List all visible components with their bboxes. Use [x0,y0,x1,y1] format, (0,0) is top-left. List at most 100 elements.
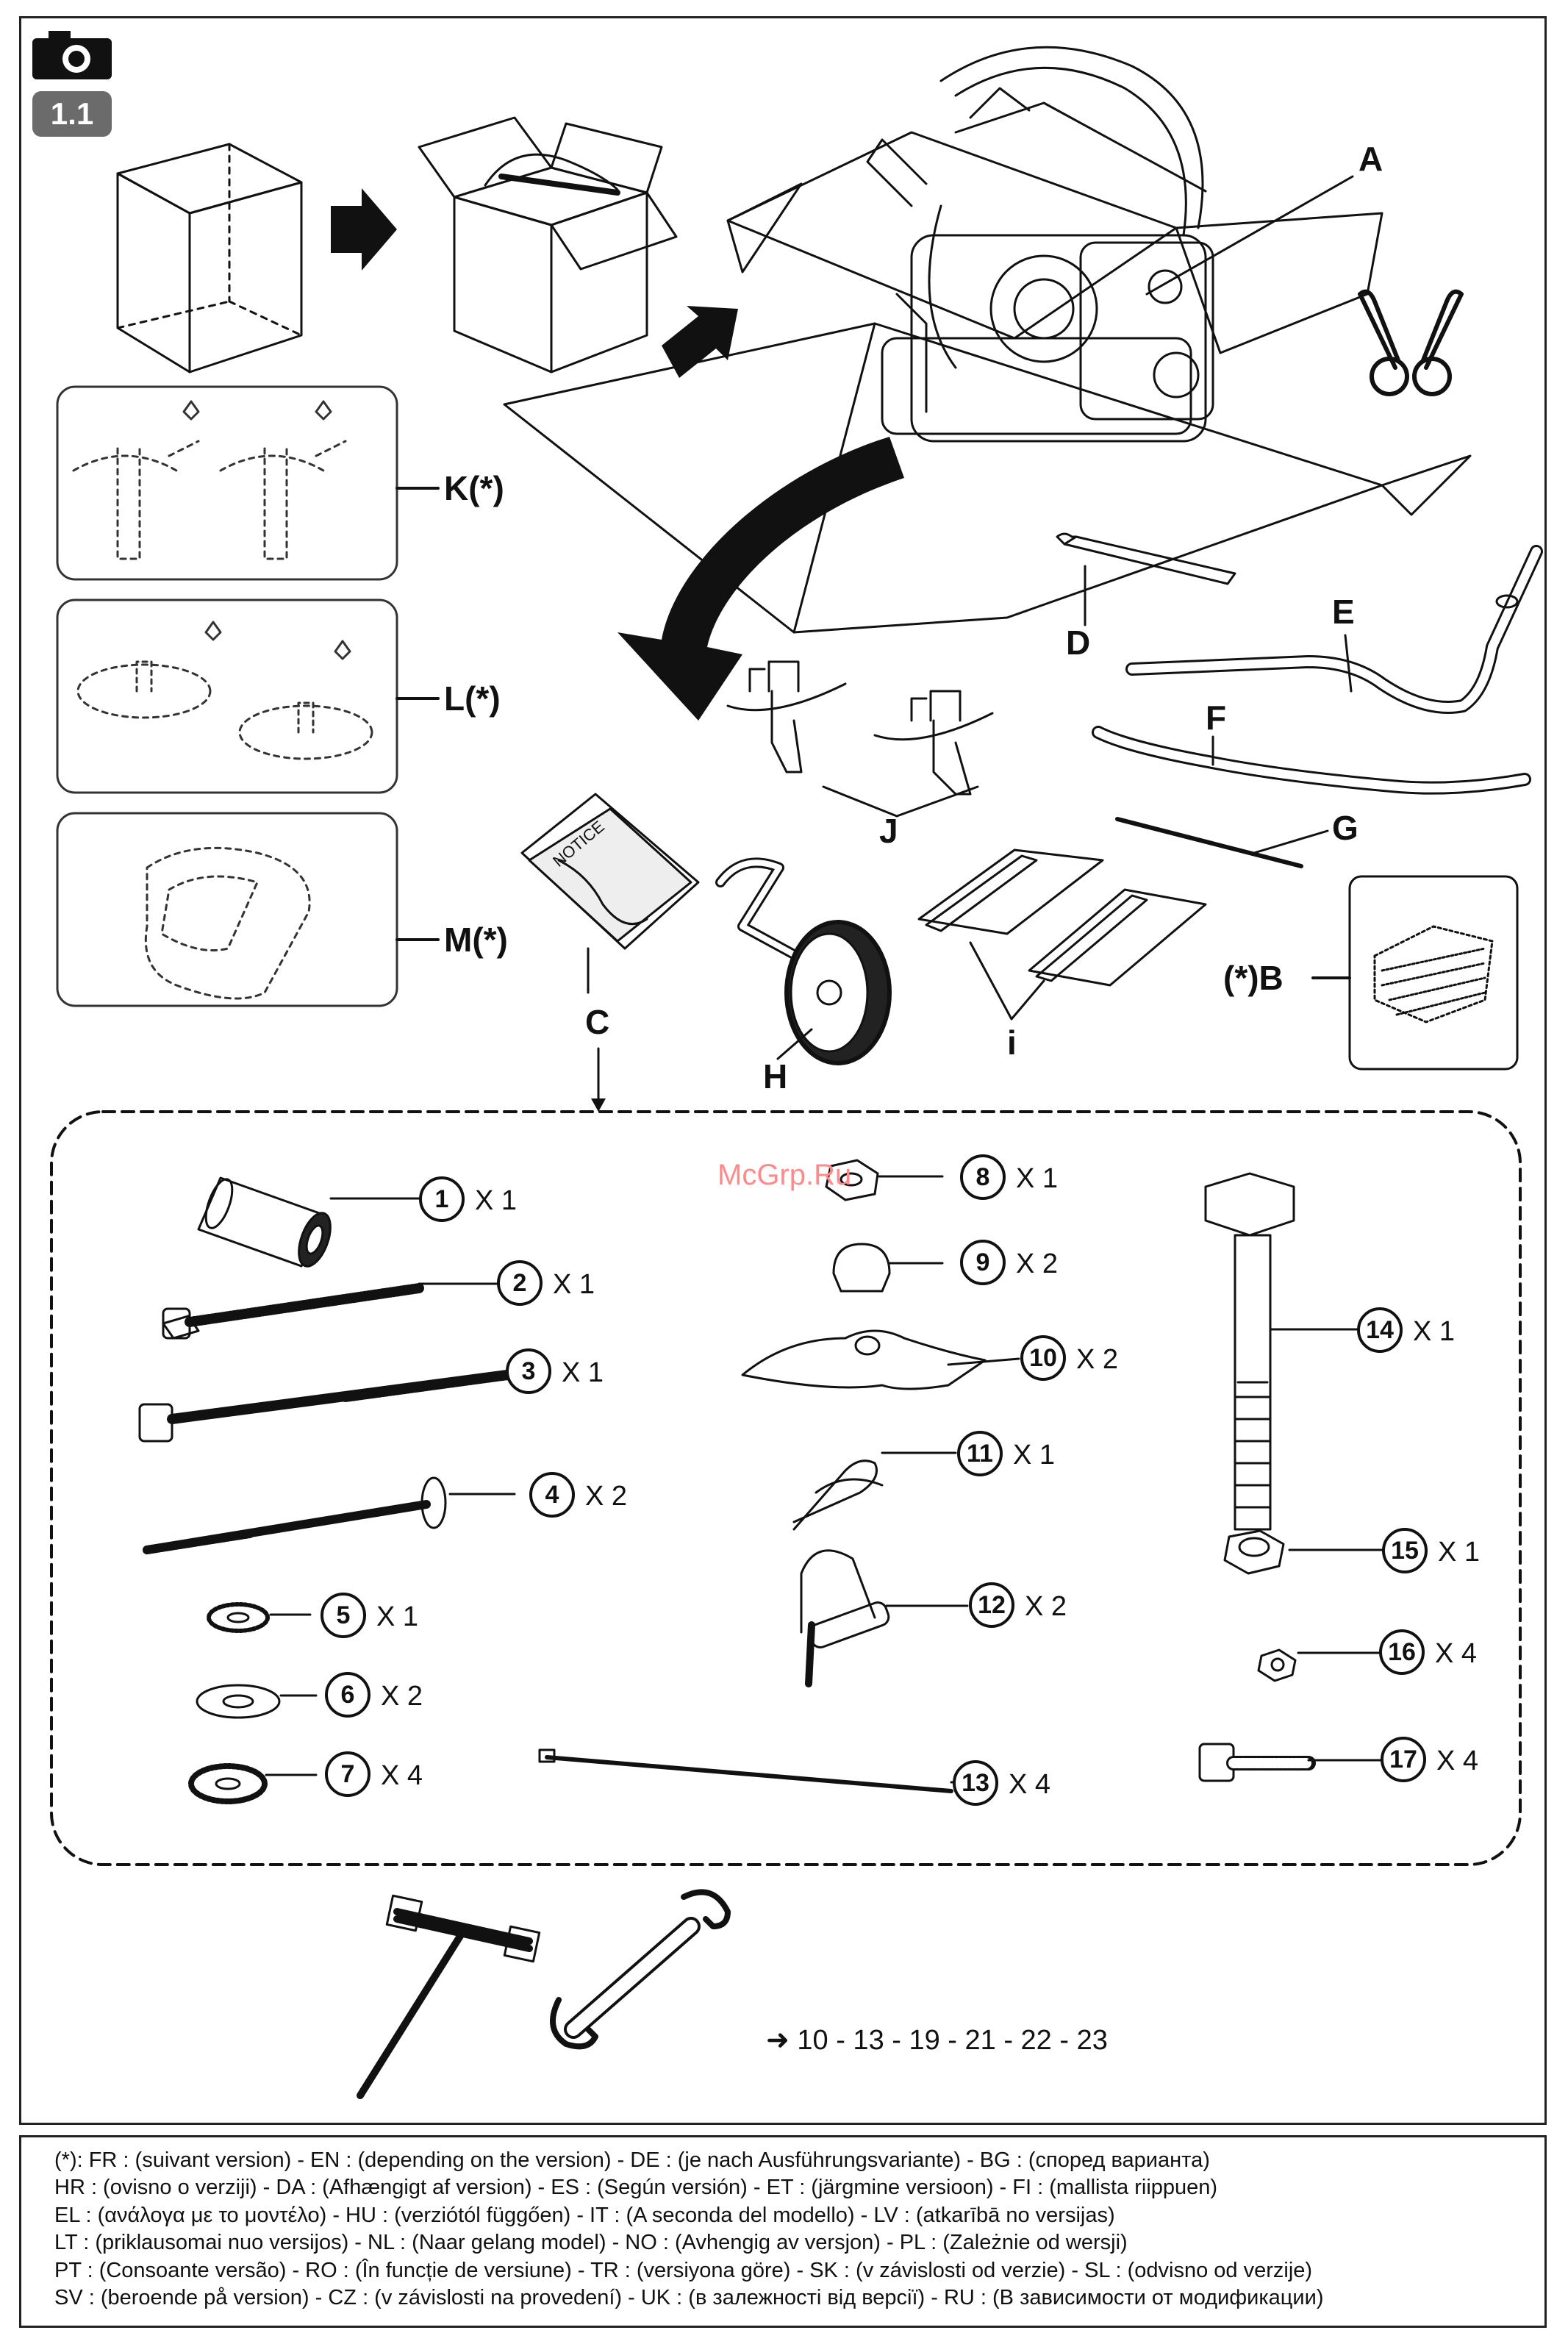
footer-line: PT : (Consoante versão) - RO : (În funcț… [54,2258,1313,2282]
footer-line: EL : (ανάλογα με το μοντέλο) - HU : (ver… [54,2203,1115,2227]
main-frame [19,16,1547,2125]
footer-line: LT : (priklausomai nuo versijos) - NL : … [54,2231,1128,2255]
hw-num-10: 10 [1020,1335,1066,1381]
hw-num-15: 15 [1382,1528,1428,1573]
hw-qty-11: X 1 [1013,1440,1056,1471]
label-L: L(*) [444,679,501,718]
hw-num-13: 13 [953,1760,998,1806]
t-wrench-icon [357,1894,541,2099]
hardware-1-spacer [197,1176,332,1268]
hw-qty-10: X 2 [1076,1344,1119,1375]
hw-num-16: 16 [1379,1629,1425,1675]
hw-num-11: 11 [957,1431,1003,1476]
hw-qty-9: X 2 [1016,1248,1059,1279]
part-C-booklet: NOTICE [520,793,700,950]
hw-num-4: 4 [529,1472,575,1518]
label-i: i [1007,1023,1017,1062]
camera-icon [32,31,112,79]
part-H-wheel [715,857,892,1065]
hw-qty-15: X 1 [1438,1537,1481,1568]
hw-num-17: 17 [1381,1737,1426,1782]
part-J [726,660,994,796]
hw-qty-13: X 4 [1009,1769,1051,1800]
hardware-frame [50,1110,1522,1866]
hw-qty-5: X 1 [376,1601,419,1632]
hardware-14-bolt [1204,1172,1295,1531]
hw-num-5: 5 [321,1593,366,1638]
hw-num-3: 3 [506,1348,551,1394]
hw-num-12: 12 [969,1582,1014,1628]
part-F [1092,726,1531,795]
part-D [1056,532,1236,585]
footer-frame [19,2135,1547,2328]
footer-line: SV : (beroende på version) - CZ : (v záv… [54,2286,1324,2310]
label-H: H [763,1057,787,1096]
hw-qty-16: X 4 [1435,1638,1478,1669]
hw-num-14: 14 [1357,1307,1403,1353]
hw-num-7: 7 [325,1751,370,1797]
arrow-right-icon [331,188,397,271]
panel-B [1348,875,1519,1071]
page-references: ➜ 10 - 13 - 19 - 21 - 22 - 23 [766,2025,1108,2056]
label-M: M(*) [444,921,508,959]
hw-num-9: 9 [960,1240,1006,1285]
hardware-13-tie [538,1748,953,1793]
closed-box-illustration [116,143,303,374]
hardware-4-bolt [143,1476,447,1554]
open-box-illustration [418,116,678,374]
hardware-3-bolt [138,1370,512,1443]
label-C: C [585,1003,609,1041]
part-E [1125,545,1543,714]
hardware-16-nut [1257,1648,1297,1682]
label-G: G [1332,809,1358,847]
arrow-down-right-icon [662,306,738,378]
hw-qty-6: X 2 [381,1681,423,1712]
part-i-plates [917,848,1207,987]
big-curved-arrow-icon [617,437,904,721]
part-G [1115,817,1303,868]
hw-num-1: 1 [419,1176,465,1222]
label-D: D [1066,623,1090,662]
panel-M [56,812,398,1007]
hw-qty-4: X 2 [585,1481,628,1512]
footer-version-note: (*): FR : (suivant version) - EN : (depe… [54,2147,1510,2312]
hw-num-2: 2 [497,1260,543,1306]
hardware-15-nut [1223,1529,1285,1575]
hardware-17-bolt [1198,1743,1316,1782]
hardware-5-washer [207,1602,270,1633]
label-E: E [1332,593,1355,631]
hw-qty-8: X 1 [1016,1163,1059,1194]
hardware-12-lynch-pin [800,1549,890,1687]
hw-qty-2: X 1 [553,1269,595,1300]
open-end-wrench-icon [550,1889,731,2050]
hardware-10-blade [741,1329,987,1390]
scissors-icon [1358,289,1464,396]
hardware-9-cap-nut [832,1243,891,1293]
hw-num-8: 8 [960,1154,1006,1200]
hw-qty-7: X 4 [381,1760,423,1791]
hw-qty-12: X 2 [1025,1591,1067,1622]
panel-K [56,385,398,581]
hw-qty-1: X 1 [475,1185,518,1216]
footer-line: (*): FR : (suivant version) - EN : (depe… [54,2148,1210,2172]
hardware-2-bolt [162,1283,424,1340]
label-F: F [1206,698,1226,737]
watermark: McGrp.Ru [717,1159,852,1191]
label-K: K(*) [444,469,504,507]
footer-line: HR : (ovisno o verziji) - DA : (Afhængig… [54,2176,1218,2200]
hw-qty-14: X 1 [1413,1316,1456,1347]
hw-qty-17: X 4 [1436,1746,1479,1776]
label-A: A [1358,140,1383,178]
hardware-8-nut [825,1159,879,1201]
figure-number-badge: 1.1 [32,91,112,137]
hardware-11-pin [792,1459,884,1531]
hw-qty-3: X 1 [562,1357,604,1388]
hw-num-6: 6 [325,1672,370,1718]
hardware-6-washer [196,1684,281,1719]
unpacked-tiller-illustration [503,46,1472,634]
panel-L [56,598,398,794]
label-B: (*)B [1223,959,1284,997]
hardware-7-washer [188,1763,268,1804]
